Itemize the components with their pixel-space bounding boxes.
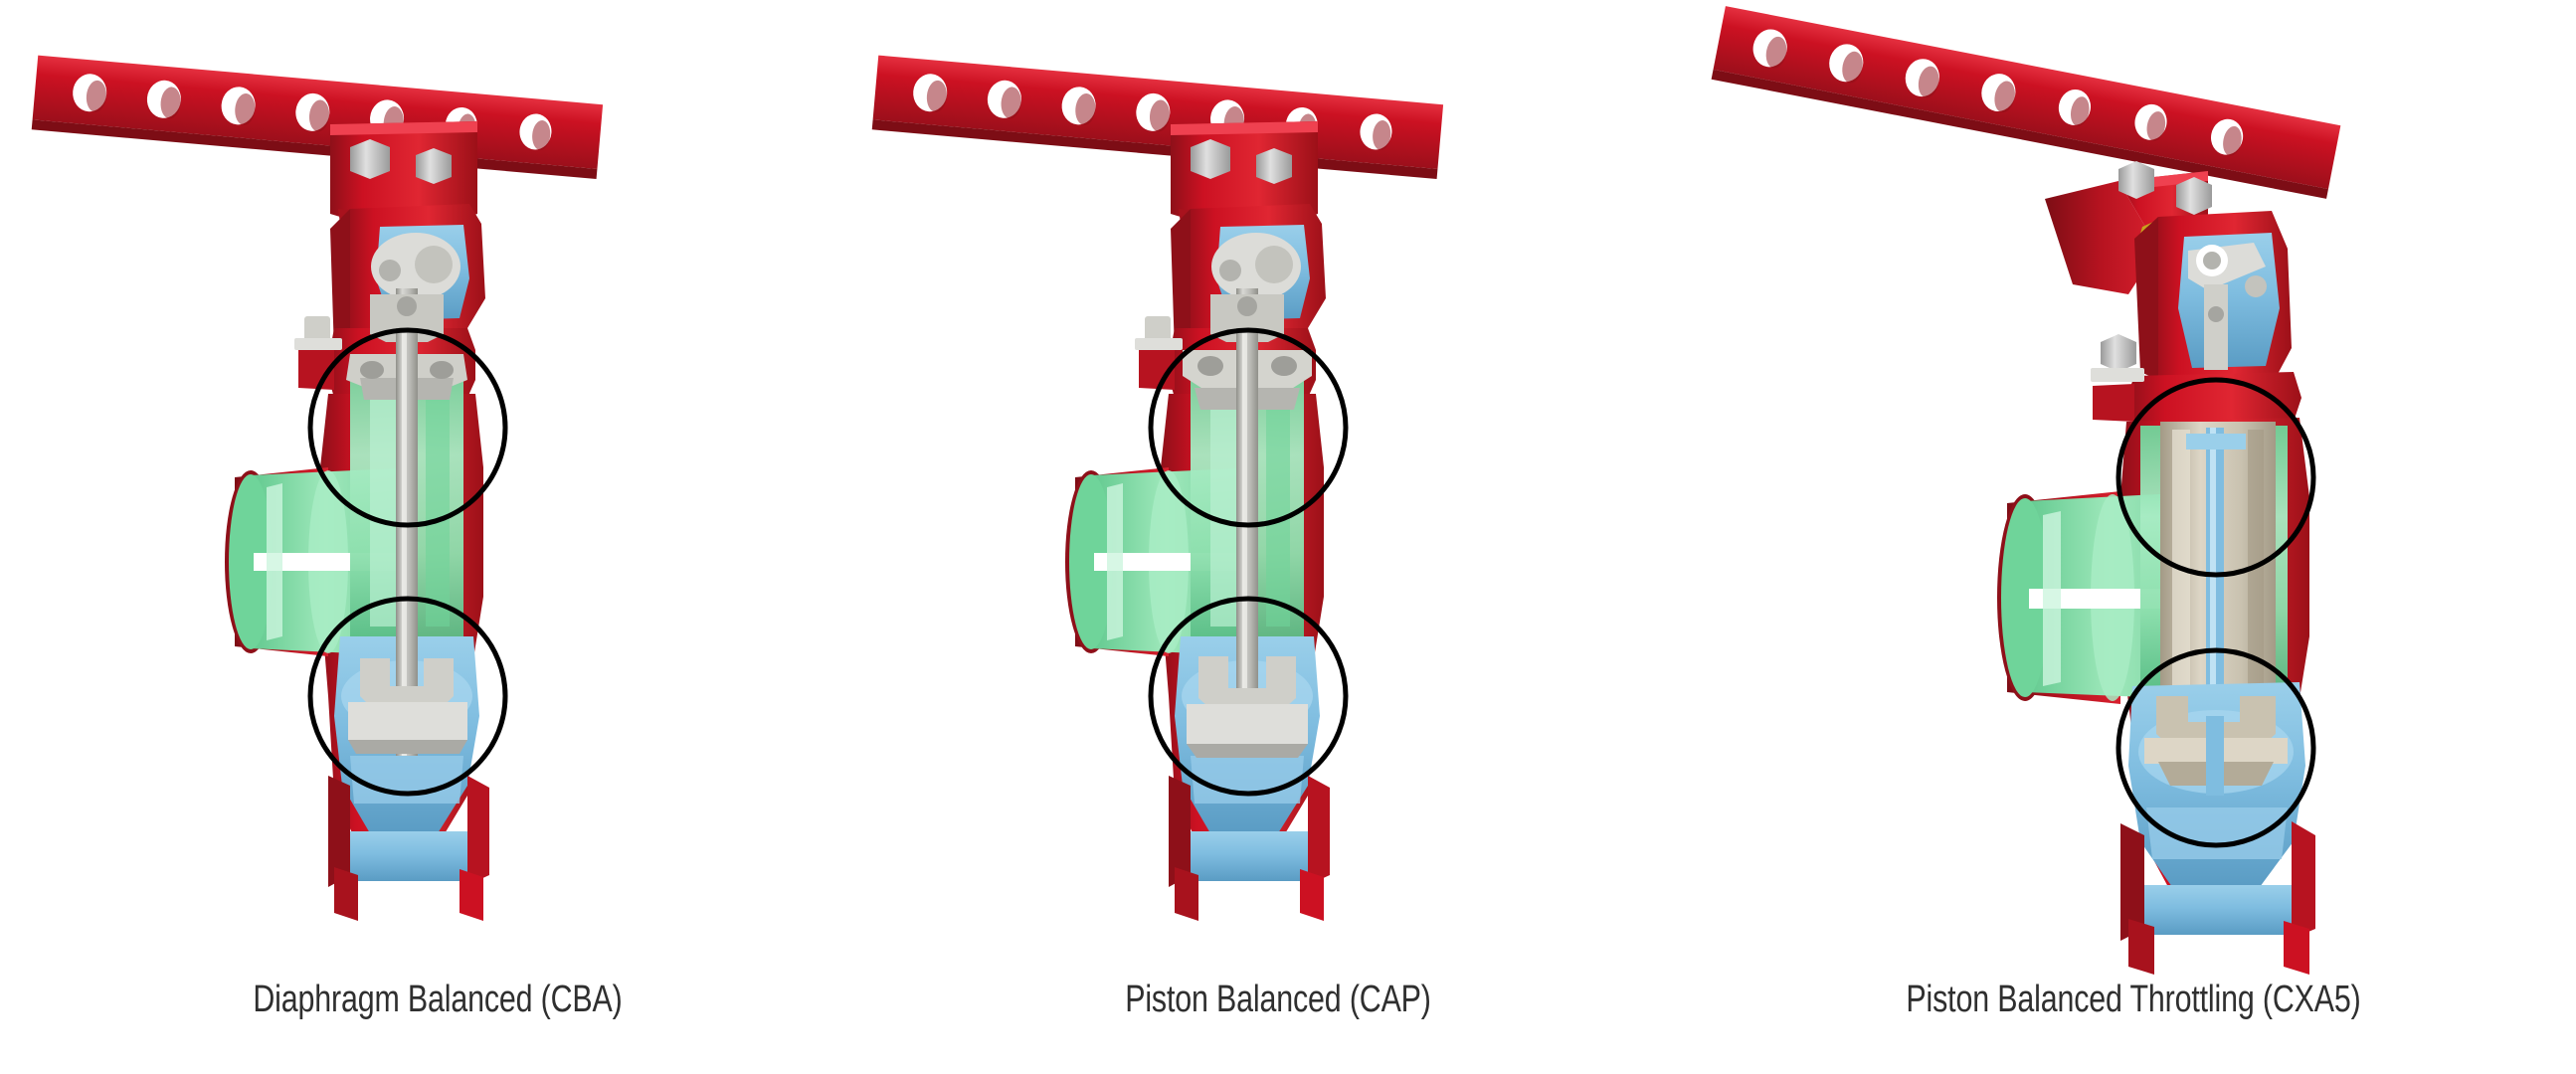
lower-detail-circle	[307, 596, 508, 797]
upper-detail-circle	[307, 327, 508, 528]
throttle-seat-assembly	[2144, 696, 2288, 796]
valve-panel-cba[interactable]: Diaphragm Balanced (CBA)	[0, 0, 875, 1074]
lever-arm	[871, 55, 1444, 179]
outlet-flange	[328, 776, 489, 921]
green-chamber	[1191, 358, 1304, 636]
bonnet-bolt-left	[350, 139, 390, 179]
bonnet-cam	[1211, 233, 1301, 300]
valve-stem-assembly	[346, 288, 467, 756]
side-bolt	[2091, 334, 2144, 382]
outlet-flange	[1169, 776, 1330, 921]
valve-caption-cba: Diaphragm Balanced (CBA)	[253, 979, 623, 1020]
valve-panel-cxa5[interactable]: Piston Balanced Throttling (CXA5)	[1691, 0, 2576, 1074]
lower-detail-circle	[2116, 647, 2316, 848]
valve-caption-cap: Piston Balanced (CAP)	[1125, 979, 1431, 1020]
lever-arm	[31, 55, 604, 179]
outlet-flange	[2120, 821, 2315, 975]
yoke-bolt-right	[2176, 177, 2212, 215]
bonnet-flange	[2091, 334, 2301, 426]
bonnet-housing	[2134, 211, 2292, 380]
bonnet-cam	[371, 233, 460, 300]
yoke-bolt-left	[2118, 161, 2154, 199]
side-bolt	[1135, 316, 1183, 350]
bonnet-lever	[2188, 243, 2267, 370]
bonnet-bolt-right	[416, 148, 452, 184]
valve-stem-assembly	[1183, 288, 1312, 758]
valve-caption-cxa5: Piston Balanced Throttling (CXA5)	[1906, 979, 2361, 1020]
lever-arm	[1711, 6, 2341, 199]
side-bolt	[294, 316, 342, 350]
bonnet-bolt-left	[1191, 139, 1230, 179]
upper-detail-circle	[2116, 377, 2316, 578]
lower-detail-circle	[1148, 596, 1349, 797]
valve-panel-cap[interactable]: Piston Balanced (CAP)	[840, 0, 1716, 1074]
upper-detail-circle	[1148, 327, 1349, 528]
bonnet-bolt-right	[1256, 148, 1292, 184]
